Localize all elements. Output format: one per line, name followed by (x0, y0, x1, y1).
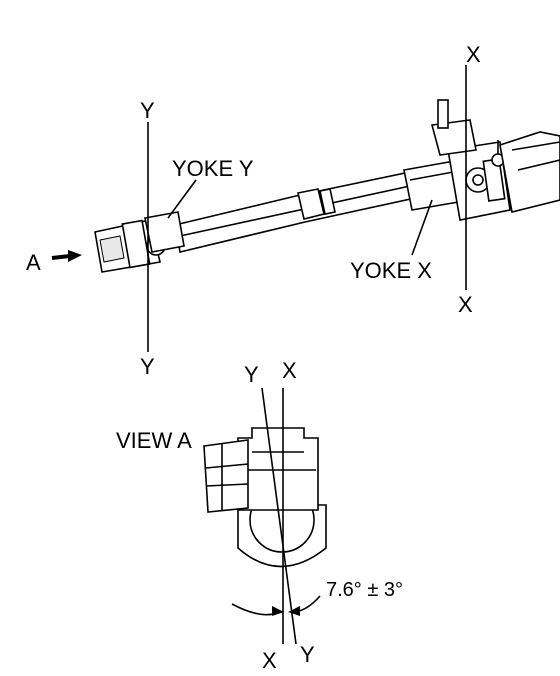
yoke-x-joint (447, 140, 511, 221)
steering-joint-shaft (174, 159, 471, 253)
axis-x-bottom-label: X (458, 292, 473, 317)
view-y-line (261, 387, 297, 645)
view-y-top-label: Y (244, 362, 259, 387)
angle-label: 7.6° ± 3° (326, 579, 403, 601)
axis-x-top-label: X (466, 42, 481, 67)
yoke-y-label: YOKE Y (172, 156, 254, 181)
column-bracket (430, 99, 560, 213)
yoke-y-leader (167, 179, 197, 219)
yoke-x-leader (411, 199, 433, 256)
yoke-y-joint (94, 211, 185, 273)
view-a-label: VIEW A (116, 428, 192, 453)
view-x-bottom-label: X (262, 648, 277, 673)
axis-y-top-label: Y (140, 98, 155, 123)
arrow-a-label: A (26, 250, 41, 275)
view-a-arrow (51, 250, 82, 262)
axis-y-bottom-label: Y (140, 354, 155, 379)
yoke-x-label: YOKE X (350, 258, 432, 283)
view-y-bottom-label: Y (300, 642, 315, 667)
view-x-top-label: X (282, 358, 297, 383)
view-a-detail (203, 387, 327, 645)
